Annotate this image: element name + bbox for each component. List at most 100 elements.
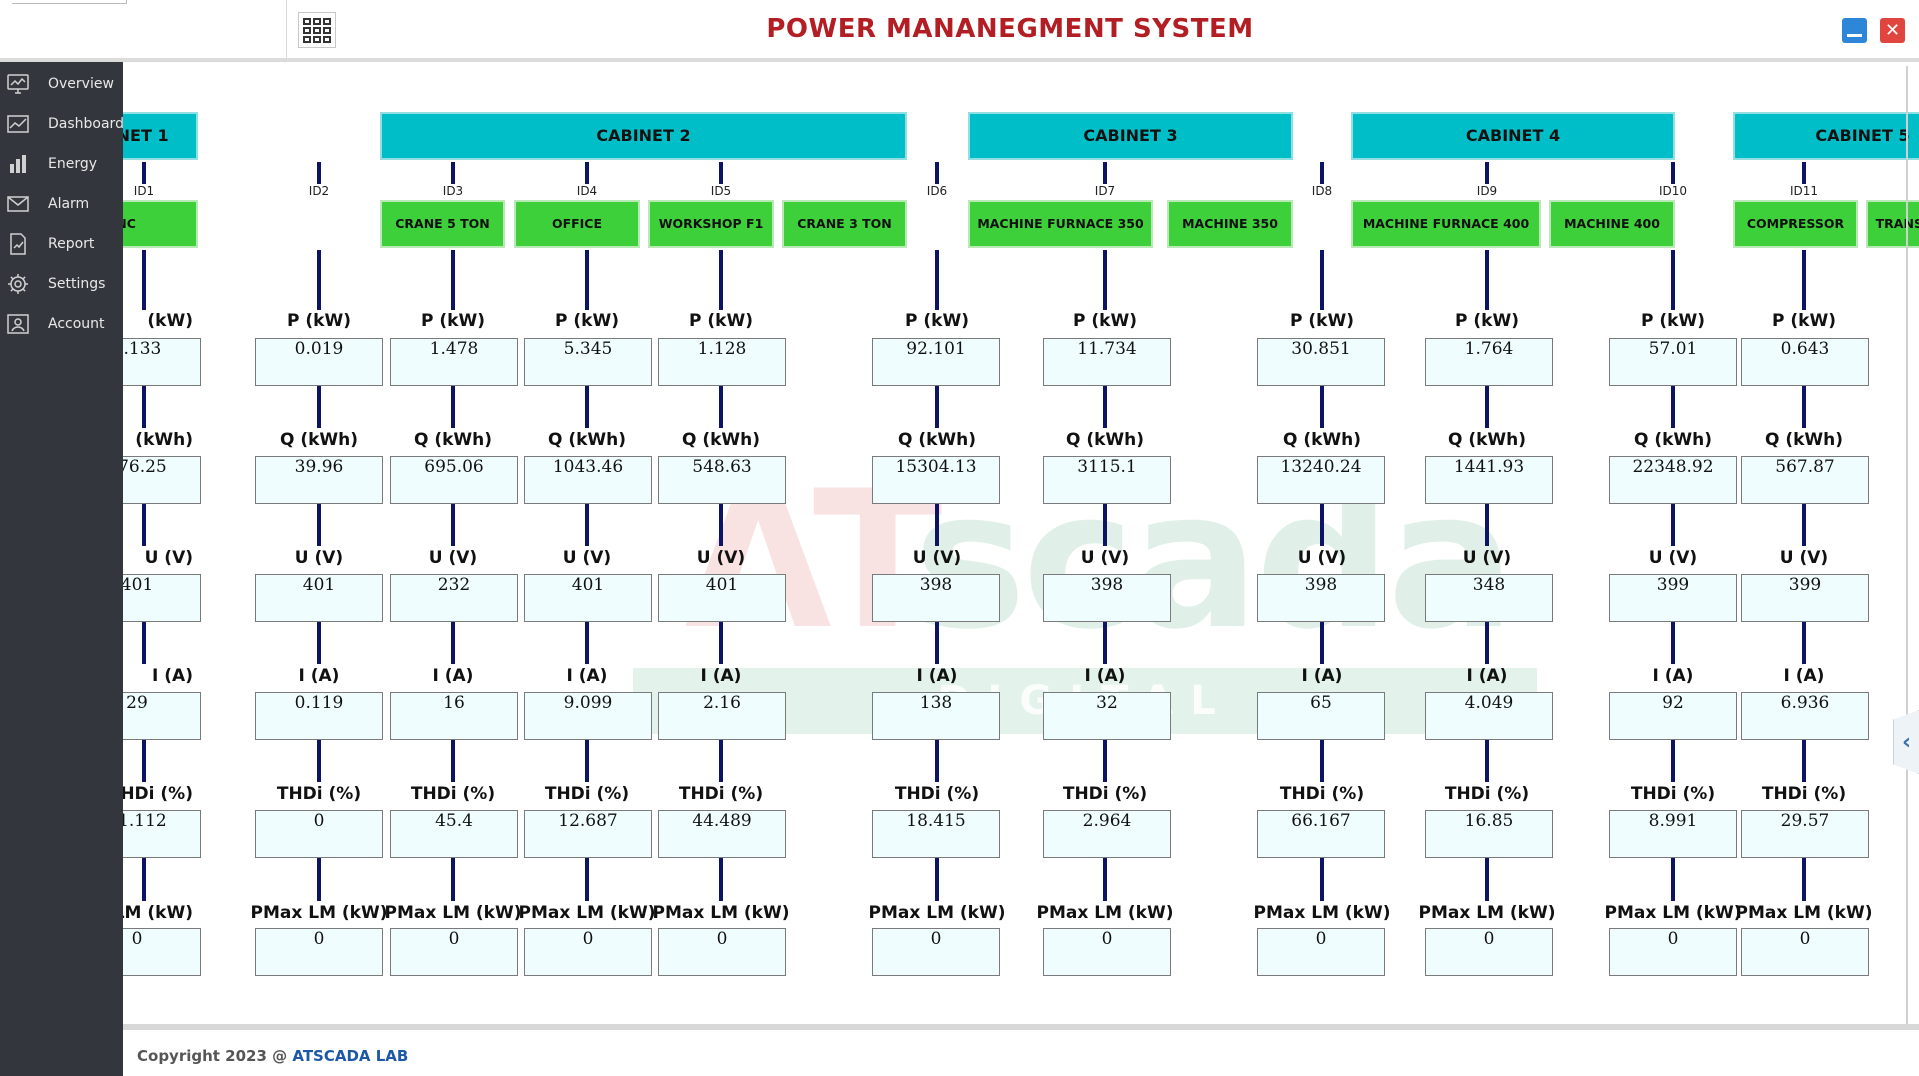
sidebar-item-dashboard[interactable]: Dashboard (0, 106, 124, 142)
connector-line (935, 162, 939, 184)
param-label-p: (kW) (147, 311, 193, 331)
value-box-u: 348 (1425, 574, 1553, 622)
param-label-i: I (A) (566, 666, 608, 686)
value-box-i: 9.099 (524, 692, 652, 740)
connector-line (1802, 250, 1806, 310)
device-button[interactable]: WORKSHOP F1 (648, 200, 774, 248)
sidebar: Overview Dashboard Energy Alarm Report S… (0, 62, 124, 1076)
value-box-p: 57.01 (1609, 338, 1737, 386)
cabinet-header[interactable]: CABINET 3 (968, 112, 1293, 160)
cabinet-header[interactable]: CABINET 1 (123, 112, 198, 160)
value-box-u: 398 (872, 574, 1000, 622)
chevron-left-icon[interactable]: ‹ (1893, 710, 1919, 774)
device-button[interactable]: MACHINE 400 (1549, 200, 1675, 248)
connector-line (142, 740, 146, 782)
value-box-u: 401 (658, 574, 786, 622)
device-button[interactable]: COMPRESSOR (1733, 200, 1858, 248)
connector-line (719, 162, 723, 184)
param-label-p: P (kW) (689, 311, 753, 331)
device-button[interactable]: CRANE 3 TON (782, 200, 907, 248)
sidebar-item-alarm[interactable]: Alarm (0, 186, 123, 222)
connector-line (1671, 250, 1675, 310)
param-label-p: P (kW) (287, 311, 351, 331)
sidebar-item-report[interactable]: Report (0, 226, 123, 262)
param-label-pmax: PMax LM (kW) (1604, 903, 1742, 923)
connector-line (1103, 250, 1107, 310)
sidebar-item-label: Report (48, 236, 95, 252)
app-grid-icon[interactable] (298, 12, 336, 48)
connector-line (719, 740, 723, 782)
param-label-p: P (kW) (1772, 311, 1836, 331)
connector-line (585, 162, 589, 184)
value-box-pmax: 0 (524, 928, 652, 976)
connector-line (1485, 386, 1489, 428)
sidebar-item-label: Account (48, 316, 105, 332)
device-button[interactable]: CRANE 5 TON (380, 200, 505, 248)
param-label-pmax: PMax LM (kW) (1418, 903, 1556, 923)
param-label-pmax: PMax LM (kW) (1253, 903, 1391, 923)
device-id-label: ID5 (710, 184, 732, 198)
connector-line (317, 622, 321, 664)
minimize-button[interactable] (1842, 18, 1867, 43)
connector-line (1802, 858, 1806, 901)
value-box-u: 399 (1609, 574, 1737, 622)
connector-line (585, 250, 589, 310)
value-box-q: 548.63 (658, 456, 786, 504)
param-label-p: P (kW) (1073, 311, 1137, 331)
value-box-u: 401 (255, 574, 383, 622)
gear-icon (8, 274, 28, 294)
value-box-i: 4.049 (1425, 692, 1553, 740)
connector-line (1671, 740, 1675, 782)
connector-line (451, 504, 455, 546)
param-label-pmax: PMax LM (kW) (868, 903, 1006, 923)
device-id-label: ID7 (1094, 184, 1116, 198)
sidebar-item-settings[interactable]: Settings (0, 266, 123, 302)
value-box-i: 138 (872, 692, 1000, 740)
value-box-thdi: 21.112 (123, 810, 201, 858)
value-box-i: 65 (1257, 692, 1385, 740)
value-box-q: 3115.1 (1043, 456, 1171, 504)
connector-line (719, 250, 723, 310)
envelope-icon (7, 196, 29, 212)
connector-line (1103, 858, 1107, 901)
device-button[interactable]: OFFICE (514, 200, 640, 248)
sidebar-item-energy[interactable]: Energy (0, 146, 123, 182)
connector-line (719, 386, 723, 428)
close-button[interactable]: ✕ (1880, 18, 1905, 43)
device-button[interactable]: MACHINE 350 (1167, 200, 1293, 248)
device-button[interactable]: MACHINE FURNACE 350 (968, 200, 1153, 248)
param-label-q: Q (kWh) (897, 430, 977, 450)
value-box-thdi: 18.415 (872, 810, 1000, 858)
cabinet-header[interactable]: CABINET 2 (380, 112, 907, 160)
param-label-q: Q (kWh) (547, 430, 627, 450)
param-label-pmax: x LM (kW) (123, 903, 193, 923)
sidebar-item-account[interactable]: Account (0, 306, 123, 342)
value-box-thdi: 8.991 (1609, 810, 1737, 858)
connector-line (1485, 250, 1489, 310)
value-box-i: 92 (1609, 692, 1737, 740)
connector-line (1485, 622, 1489, 664)
device-button[interactable]: MACHINE FURNACE 400 (1351, 200, 1541, 248)
device-button[interactable]: TRANSFORMER (1866, 200, 1919, 248)
device-button[interactable]: CNC (123, 200, 198, 248)
footer-link[interactable]: ATSCADA LAB (292, 1047, 409, 1065)
sidebar-item-overview[interactable]: Overview (0, 66, 123, 102)
connector-line (935, 250, 939, 310)
value-box-u: 398 (1257, 574, 1385, 622)
param-label-pmax: PMax LM (kW) (384, 903, 522, 923)
param-label-u: U (V) (1297, 548, 1347, 568)
value-box-q: 1043.46 (524, 456, 652, 504)
param-label-p: P (kW) (555, 311, 619, 331)
value-box-q: 22348.92 (1609, 456, 1737, 504)
value-box-thdi: 44.489 (658, 810, 786, 858)
cabinet-header[interactable]: CABINET 5 (1733, 112, 1919, 160)
param-label-q: Q (kWh) (279, 430, 359, 450)
value-box-pmax: 0 (872, 928, 1000, 976)
title-bar: POWER MANANEGMENT SYSTEM ✕ (0, 0, 1919, 62)
value-box-q: 567.87 (1741, 456, 1869, 504)
param-label-p: P (kW) (905, 311, 969, 331)
param-label-thdi: THDi (%) (544, 784, 630, 804)
param-label-thdi: HDi (%) (123, 784, 193, 804)
connector-line (142, 386, 146, 428)
cabinet-header[interactable]: CABINET 4 (1351, 112, 1675, 160)
